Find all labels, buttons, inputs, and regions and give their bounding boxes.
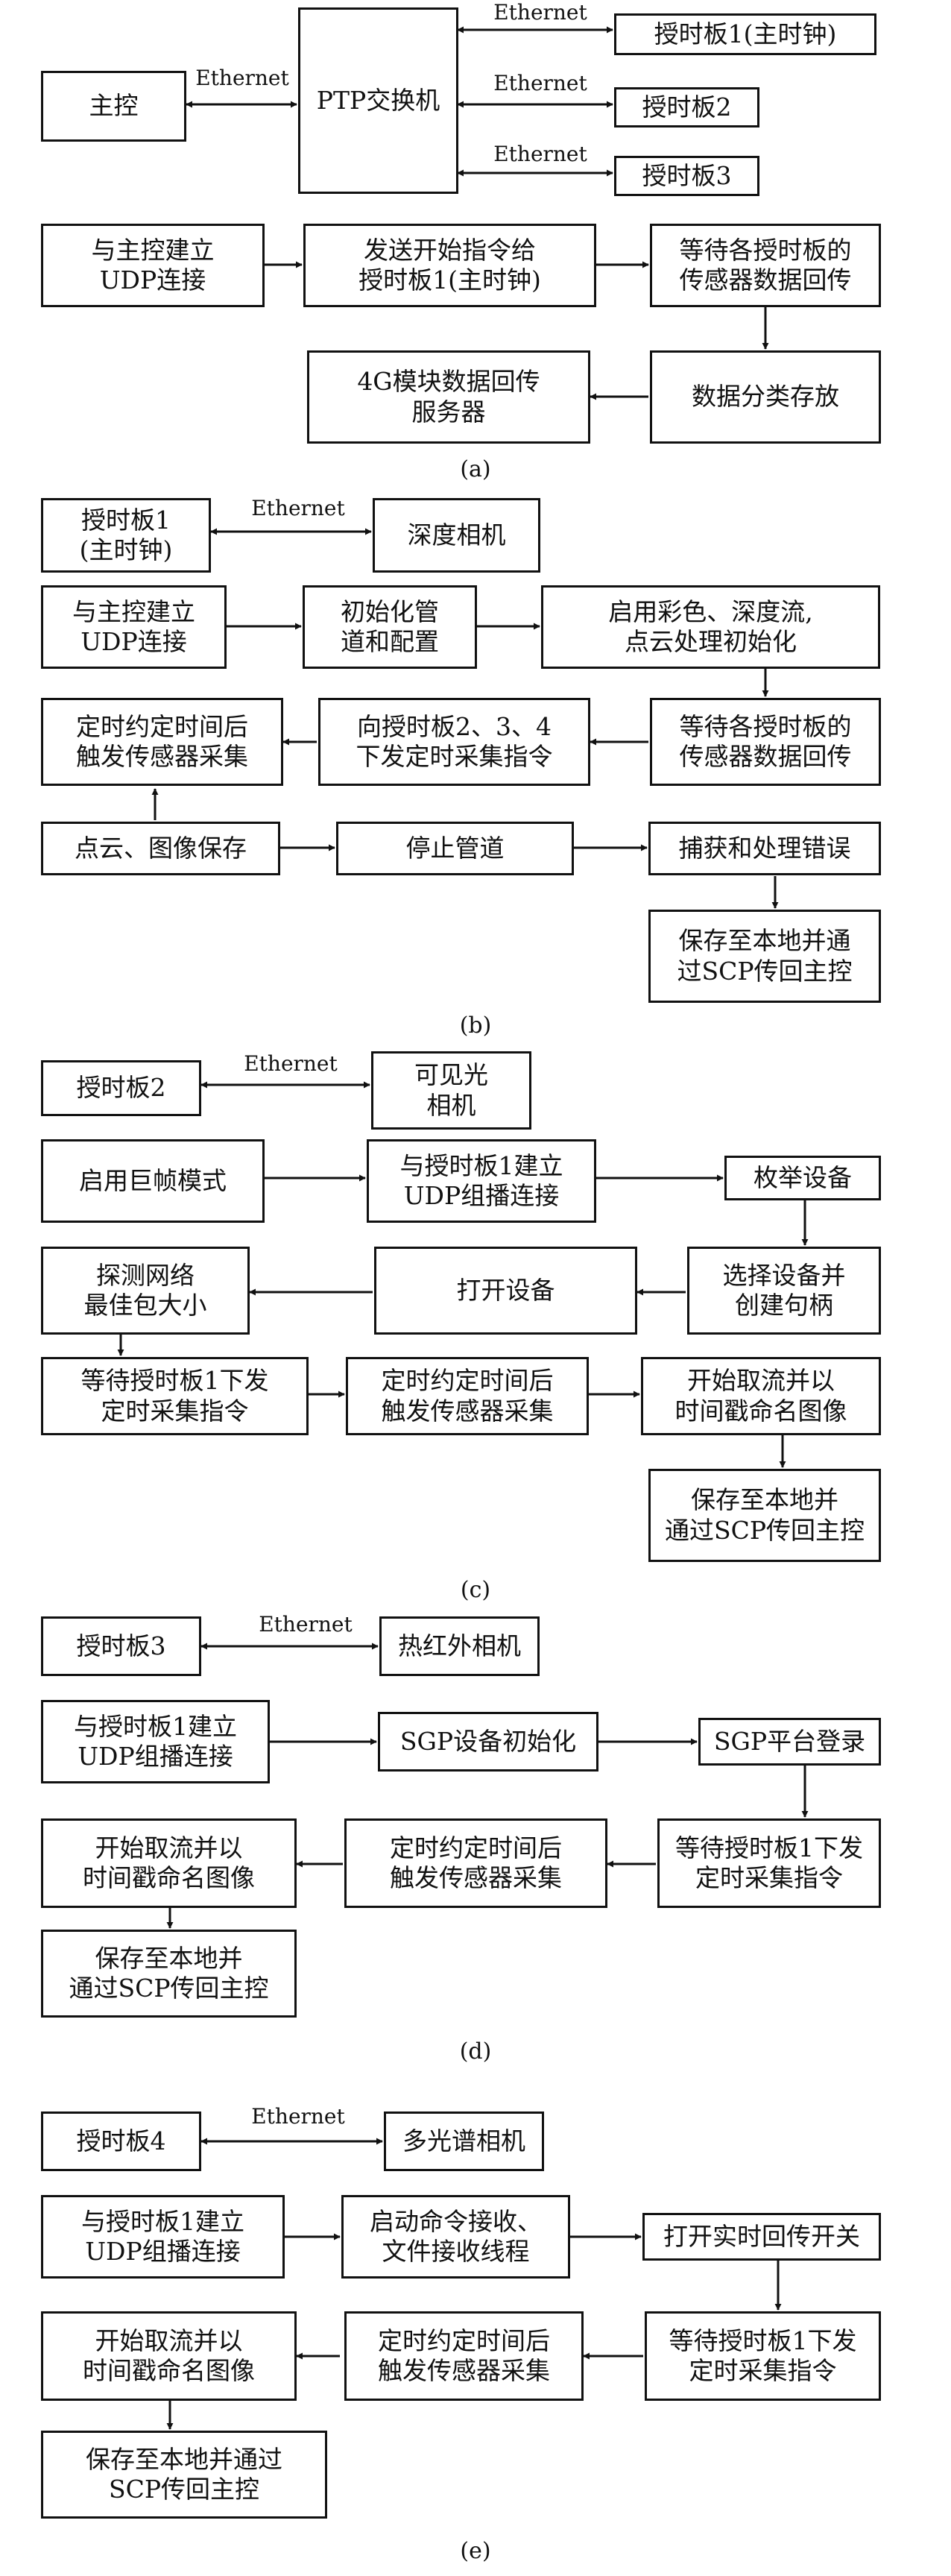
step-e-start-threads: 启动命令接收、 文件接收线程 [341,2195,570,2279]
ptp-switch-node: PTP交换机 [298,7,458,194]
caption-e: (e) [460,2538,491,2564]
step-c-trigger-capture: 定时约定时间后 触发传感器采集 [346,1357,589,1435]
step-c-udp-multicast: 与授时板1建立 UDP组播连接 [367,1139,596,1223]
step-e-realtime-switch: 打开实时回传开关 [642,2213,881,2261]
board4-node-e: 授时板4 [41,2111,201,2171]
step-c-save-scp: 保存至本地并 通过SCP传回主控 [648,1469,881,1562]
board1-node-b: 授时板1 (主时钟) [41,498,211,573]
caption-b: (b) [459,1013,492,1039]
step-d-trigger-capture: 定时约定时间后 触发传感器采集 [344,1818,607,1908]
step-b-save-scp: 保存至本地并通 过SCP传回主控 [648,910,881,1003]
caption-c: (c) [460,1577,491,1603]
step-c-open-device: 打开设备 [374,1247,637,1335]
step-b-stop-pipeline: 停止管道 [336,822,574,875]
board3-node-d: 授时板3 [41,1616,201,1676]
step-c-jumbo-frame: 启用巨帧模式 [41,1139,265,1223]
multispectral-camera-node: 多光谱相机 [384,2111,544,2171]
depth-camera-node: 深度相机 [373,498,540,573]
step-c-probe-packet: 探测网络 最佳包大小 [41,1247,250,1335]
board2-node: 授时板2 [614,87,759,127]
thermal-camera-node: 热红外相机 [379,1616,540,1676]
step-b-trigger-capture: 定时约定时间后 触发传感器采集 [41,698,283,786]
ethernet-label-b: Ethernet [251,496,345,520]
step-c-wait-cmd: 等待授时板1下发 定时采集指令 [41,1357,309,1435]
step-a-4g-upload: 4G模块数据回传 服务器 [307,350,590,444]
step-a-classify-store: 数据分类存放 [650,350,881,444]
step-d-save-scp: 保存至本地并 通过SCP传回主控 [41,1930,297,2018]
step-e-start-stream: 开始取流并以 时间戳命名图像 [41,2311,297,2401]
step-c-select-device: 选择设备并 创建句柄 [687,1247,881,1335]
ethernet-label-d: Ethernet [259,1612,353,1637]
ethernet-label-a3: Ethernet [493,71,587,95]
step-e-wait-cmd: 等待授时板1下发 定时采集指令 [645,2311,881,2401]
ethernet-label-a1: Ethernet [195,66,289,90]
step-d-wait-cmd: 等待授时板1下发 定时采集指令 [657,1818,881,1908]
caption-a: (a) [460,456,491,482]
step-e-save-scp: 保存至本地并通过 SCP传回主控 [41,2431,327,2519]
step-a-send-start: 发送开始指令给 授时板1(主时钟) [303,224,596,307]
step-c-enumerate: 枚举设备 [724,1156,881,1200]
board2-node-c: 授时板2 [41,1060,201,1116]
caption-d: (d) [459,2038,492,2065]
visible-camera-node: 可见光 相机 [371,1051,531,1130]
board3-node: 授时板3 [614,156,759,196]
board1-master-node: 授时板1(主时钟) [614,13,876,55]
step-b-enable-streams: 启用彩色、深度流, 点云处理初始化 [541,585,880,669]
step-d-udp-multicast: 与授时板1建立 UDP组播连接 [41,1700,270,1783]
ethernet-label-a4: Ethernet [493,142,587,166]
step-d-start-stream: 开始取流并以 时间戳命名图像 [41,1818,297,1908]
step-b-connect-udp: 与主控建立 UDP连接 [41,585,227,669]
step-c-start-stream: 开始取流并以 时间戳命名图像 [641,1357,881,1435]
step-d-sgp-login: SGP平台登录 [698,1718,881,1766]
step-b-dispatch-cmd: 向授时板2、3、4 下发定时采集指令 [318,698,590,786]
step-b-handle-errors: 捕获和处理错误 [648,822,881,875]
ethernet-label-c: Ethernet [244,1051,338,1076]
step-b-init-pipeline: 初始化管 道和配置 [303,585,477,669]
ethernet-label-e: Ethernet [251,2104,345,2129]
ethernet-label-a2: Ethernet [493,0,587,25]
step-b-wait-data: 等待各授时板的 传感器数据回传 [650,698,881,786]
main-control-node: 主控 [41,71,186,142]
step-e-udp-multicast: 与授时板1建立 UDP组播连接 [41,2195,285,2279]
step-a-wait-data: 等待各授时板的 传感器数据回传 [650,224,881,307]
step-b-save-pointcloud: 点云、图像保存 [41,822,280,875]
step-e-trigger-capture: 定时约定时间后 触发传感器采集 [344,2311,584,2401]
step-d-sgp-init: SGP设备初始化 [378,1712,598,1772]
step-a-connect-udp: 与主控建立 UDP连接 [41,224,265,307]
